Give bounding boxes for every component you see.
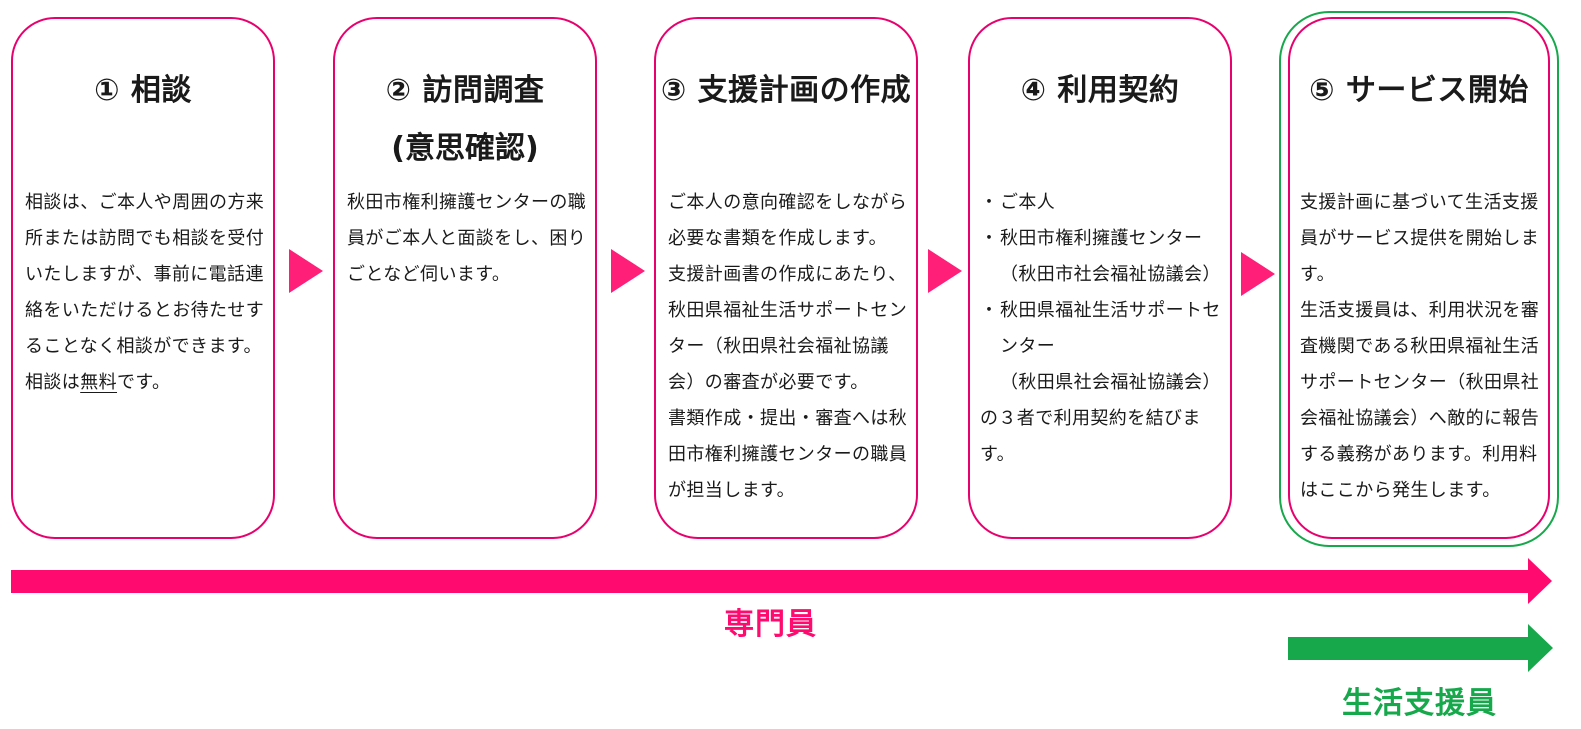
party-sub: （秋田県社会福祉協議会） (1000, 372, 1221, 393)
specialist-label: 専門員 (724, 607, 817, 642)
step-1-text: 相談は、ご本人や周囲の方来所または訪問でも相談を受付いたしますが、事前に電話連絡… (25, 192, 265, 357)
party-item-2: ・ 秋田市権利擁護センター (980, 221, 1226, 257)
party-name: 秋田県福祉生活サポートセンター (1000, 300, 1221, 357)
step-title-3: ③ 支援計画の作成 (660, 73, 912, 108)
bullet-dot: ・ (980, 300, 999, 321)
step-body-5: 支援計画に基づいて生活支援員がサービス提供を開始します。 生活支援員は、利用状況… (1300, 185, 1544, 509)
step-body-2: 秋田市権利擁護センターの職員がご本人と面談をし、困りごとなど伺います。 (347, 185, 589, 293)
arrow-right-icon (928, 249, 962, 293)
party-name: ご本人 (1000, 192, 1056, 213)
step-box-1: ① 相談 相談は、ご本人や周囲の方来所または訪問でも相談を受付いたしますが、事前… (11, 17, 275, 539)
step-3-text-3: 書類作成・提出・審査へは秋田市権利擁護センターの職員が担当します。 (668, 408, 908, 501)
free-emphasis: 無料 (80, 372, 118, 393)
step-box-2: ② 訪問調査 (意思確認) 秋田市権利擁護センターの職員がご本人と面談をし、困り… (333, 17, 597, 539)
step-5-text-2: 生活支援員は、利用状況を審査機関である秋田県福祉生活サポートセンター（秋田県社会… (1300, 300, 1540, 501)
support-staff-label: 生活支援員 (1342, 686, 1497, 721)
specialist-arrow (11, 558, 1552, 604)
support-staff-arrow (1288, 624, 1553, 672)
bullet-dot: ・ (980, 192, 999, 213)
step-3-text-1: ご本人の意向確認をしながら必要な書類を作成します。 (668, 192, 908, 249)
step-2-text: 秋田市権利擁護センターの職員がご本人と面談をし、困りごとなど伺います。 (347, 192, 587, 285)
arrow-right-icon (1241, 252, 1275, 296)
step-title-2: ② 訪問調査 (385, 73, 545, 108)
step-box-4: ④ 利用契約 ・ ご本人 ・ 秋田市権利擁護センター （秋田市社会福祉協議会） … (968, 17, 1232, 539)
step-box-3: ③ 支援計画の作成 ご本人の意向確認をしながら必要な書類を作成します。 支援計画… (654, 17, 918, 539)
bullet-dot: ・ (980, 228, 999, 249)
step-title-4: ④ 利用契約 (1020, 73, 1180, 108)
party-name: 秋田市権利擁護センター (1000, 228, 1203, 249)
party-item-1: ・ ご本人 (980, 185, 1226, 221)
step-3-text-2: 支援計画書の作成にあたり、秋田県福祉生活サポートセンター（秋田県社会福祉協議会）… (668, 264, 908, 393)
step-4-closing: の３者で利用契約を結びます。 (980, 408, 1201, 465)
step-body-1: 相談は、ご本人や周囲の方来所または訪問でも相談を受付いたしますが、事前に電話連絡… (25, 185, 267, 401)
arrow-right-icon (289, 249, 323, 293)
step-title-1: ① 相談 (94, 73, 192, 108)
arrow-right-icon (611, 249, 645, 293)
step-title-2-line2: (意思確認) (391, 131, 539, 166)
step-box-5: ⑤ サービス開始 支援計画に基づいて生活支援員がサービス提供を開始します。 生活… (1288, 17, 1550, 539)
step-body-4: ・ ご本人 ・ 秋田市権利擁護センター （秋田市社会福祉協議会） ・ 秋田県福祉… (980, 185, 1226, 473)
current-step-highlight (1279, 11, 1559, 547)
step-5-text-1: 支援計画に基づいて生活支援員がサービス提供を開始します。 (1300, 192, 1540, 285)
step-1-fee-note: 相談は無料です。 (25, 372, 171, 393)
party-sub: （秋田市社会福祉協議会） (1000, 264, 1221, 285)
party-item-3: ・ 秋田県福祉生活サポートセンター (980, 293, 1226, 365)
step-title-5: ⑤ サービス開始 (1309, 73, 1529, 108)
step-body-3: ご本人の意向確認をしながら必要な書類を作成します。 支援計画書の作成にあたり、秋… (668, 185, 912, 509)
